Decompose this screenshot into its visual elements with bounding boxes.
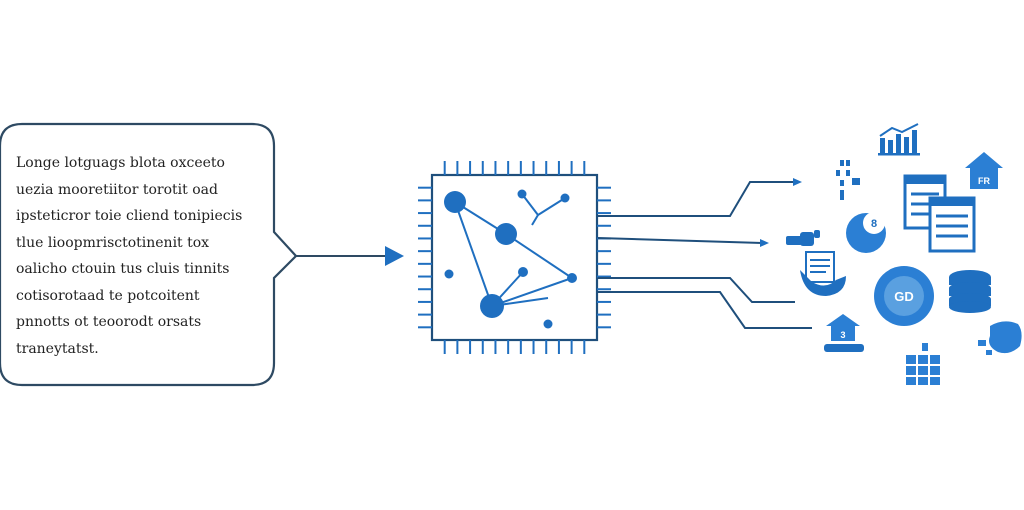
document-hand-icon	[800, 251, 846, 296]
callout-line: tlue lioopmrisctotinenit tox	[16, 234, 210, 251]
callout-line: Longe lotguags blota oxceeto	[16, 155, 225, 171]
eye-badge-label: 8	[871, 218, 877, 230]
processor-chip	[418, 161, 611, 354]
cursor-icon	[836, 160, 860, 200]
bar-chart-icon	[878, 123, 920, 156]
network-node	[480, 294, 504, 318]
eye-icon: 8	[846, 212, 886, 253]
world-map-icon	[978, 321, 1022, 355]
network-node	[543, 319, 553, 329]
callout-line: ipsteticror toie cliend tonipiecis	[16, 208, 243, 224]
output-connectors	[597, 178, 812, 329]
input-arrow	[296, 246, 404, 266]
network-node	[444, 269, 454, 279]
house-badge-label: 3	[840, 330, 845, 340]
network-node	[517, 189, 527, 199]
grid-icon	[906, 343, 940, 385]
document-stack-icon	[903, 174, 976, 253]
database-icon	[949, 270, 991, 313]
network-node	[560, 193, 570, 203]
callout-line: cotisorotaad te potcoitent	[16, 287, 200, 304]
home-badge-label: FR	[978, 176, 990, 186]
callout-border	[0, 122, 298, 387]
globe-badge-icon: GD	[874, 266, 934, 326]
callout-text: Longe lotguags blota oxceeto uezia moore…	[16, 150, 266, 362]
network-node	[518, 267, 528, 277]
network-nodes	[444, 189, 577, 329]
callout-line: traneytatst.	[16, 340, 99, 357]
network-node	[567, 273, 577, 283]
callout-line: pnnotts ot teoorodt orsats	[16, 314, 202, 330]
house-hand-icon: 3	[824, 314, 864, 352]
hand-icon	[786, 230, 820, 246]
home-icon: FR	[965, 152, 1003, 189]
chip-pins	[418, 161, 611, 354]
callout-line: uezia mooretiitor torotit oad	[16, 181, 218, 198]
network-node	[495, 223, 517, 245]
globe-badge-label: GD	[894, 289, 914, 304]
callout-line: oalicho ctouin tus cluis tinnits	[16, 261, 230, 277]
network-node	[444, 191, 466, 213]
